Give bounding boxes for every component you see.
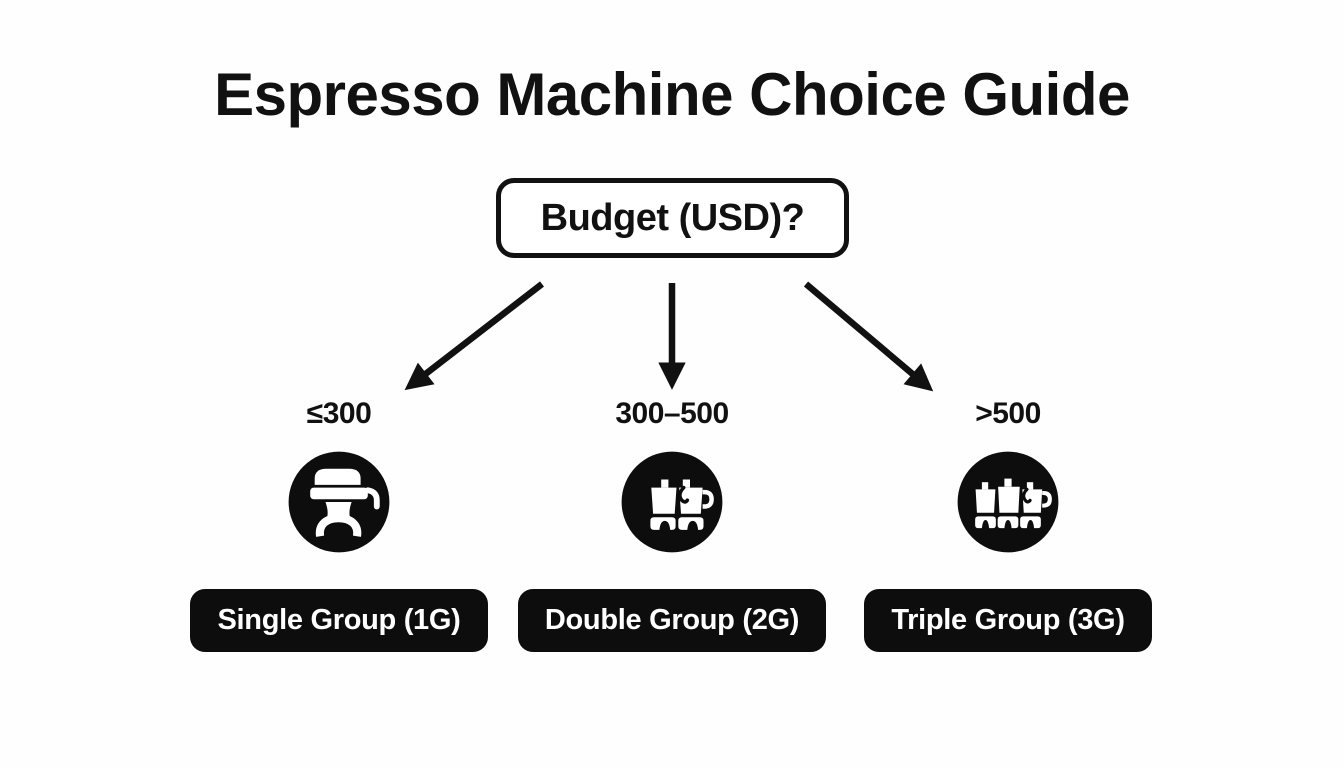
result-node-label: Single Group (1G) bbox=[217, 604, 461, 636]
branch-condition-label: >500 bbox=[975, 397, 1041, 430]
single-group-portafilter-icon bbox=[288, 451, 390, 553]
result-node-label: Triple Group (3G) bbox=[891, 604, 1125, 636]
branch-mid-budget: 300–500 Double Group (2G) bbox=[512, 399, 832, 652]
decision-node-label: Budget (USD)? bbox=[540, 196, 805, 239]
result-node-single-group: Single Group (1G) bbox=[190, 589, 488, 652]
triple-group-glyph bbox=[975, 478, 1052, 529]
result-node-triple-group: Triple Group (3G) bbox=[864, 589, 1152, 652]
branch-condition-label: 300–500 bbox=[615, 397, 729, 430]
branch-condition-label: ≤300 bbox=[306, 397, 372, 430]
page-title: Espresso Machine Choice Guide bbox=[214, 61, 1130, 128]
arrow-to-high-budget bbox=[803, 281, 934, 392]
double-group-glyph bbox=[650, 479, 714, 530]
portafilter-glyph bbox=[310, 468, 380, 537]
result-node-double-group: Double Group (2G) bbox=[517, 589, 827, 652]
double-group-machine-icon bbox=[621, 451, 723, 553]
branch-low-budget: ≤300 Single Group (1G) bbox=[179, 399, 499, 652]
triple-group-machine-icon bbox=[957, 451, 1059, 553]
branch-high-budget: >500 Triple Group (3G) bbox=[848, 399, 1168, 652]
decision-node-budget: Budget (USD)? bbox=[496, 178, 849, 258]
arrow-to-low-budget bbox=[404, 281, 544, 391]
result-node-label: Double Group (2G) bbox=[544, 604, 800, 636]
